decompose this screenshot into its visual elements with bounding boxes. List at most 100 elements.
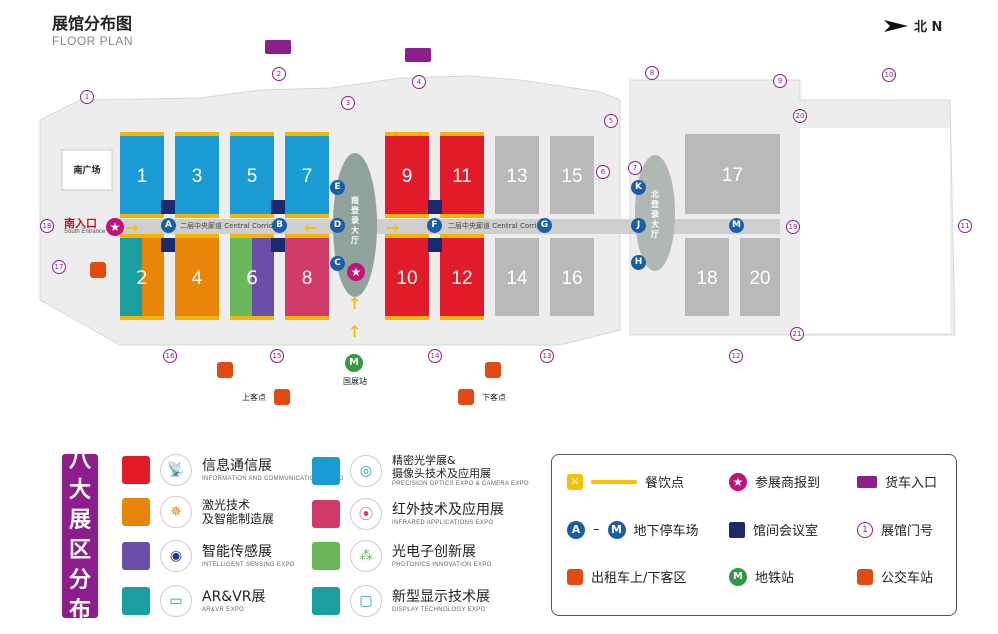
metro-station-label: 国展站: [343, 377, 367, 386]
network-icon: ⁂: [350, 540, 382, 572]
hall-gate-16: 16: [163, 349, 177, 363]
expo-name-line2: 及智能制造展: [202, 512, 275, 526]
hall-number: 5: [247, 166, 258, 187]
hall-number: 20: [749, 268, 770, 289]
color-swatch: [122, 498, 150, 526]
meeting-room: [428, 200, 442, 214]
eye-icon: ◉: [160, 540, 192, 572]
hall-number: 10: [396, 268, 417, 289]
dining-strip: [230, 132, 274, 136]
north-open-area: [800, 128, 950, 333]
hall-gate-1: 1: [80, 90, 94, 104]
north-indicator: 北 N: [884, 16, 942, 35]
hall-number: 14: [506, 268, 528, 289]
hall-number: 17: [722, 165, 743, 186]
hall-gate-2: 2: [272, 67, 286, 81]
dining-strip: [440, 132, 484, 136]
dining-strip: [175, 234, 219, 238]
color-swatch: [312, 456, 340, 485]
entry-arrow-icon: →: [386, 218, 400, 237]
legend-taxi: 出租车上/下客区: [567, 567, 686, 586]
hall-gate-8: 8: [645, 66, 659, 80]
taxi-icon: [567, 568, 583, 585]
color-swatch: [312, 500, 340, 528]
dining-strip: [285, 234, 329, 238]
category-banner: 八 大 展 区 分 布: [62, 448, 98, 623]
hall-20: [740, 238, 780, 316]
corridor-label-left: 二层中央廊道 Central Corridor: [180, 222, 281, 230]
north-label: 北 N: [914, 20, 943, 35]
south-entrance-en: South Entrance: [64, 229, 106, 235]
legend-label: 公交车站: [881, 571, 934, 586]
south-plaza-box: [61, 149, 113, 191]
parking-b-marker: B: [272, 218, 287, 233]
legend-meeting: 馆间会议室: [729, 520, 818, 539]
meeting-room: [271, 200, 285, 214]
parking-h-marker: H: [631, 255, 646, 270]
meeting-room: [271, 238, 285, 252]
meeting-room: [161, 238, 175, 252]
entry-arrow-icon: ←: [304, 218, 318, 237]
expo-laser: ✵ 激光技术及智能制造展: [122, 496, 274, 528]
hall-13: [495, 136, 539, 214]
bus-icon: [274, 389, 290, 405]
bus-down-label: 下客点: [482, 393, 506, 402]
hall-1: [120, 136, 164, 214]
hall-number: 9: [402, 166, 413, 187]
color-swatch: [122, 587, 150, 615]
hall-number: 2: [136, 267, 148, 289]
expo-name-line1: 精密光学展&: [392, 454, 456, 467]
legend-label: 地下停车场: [633, 524, 699, 539]
legend-metro: M 地铁站: [729, 567, 794, 586]
gate-number-icon: 1: [857, 521, 873, 538]
hall-number: 11: [452, 166, 472, 187]
truck-icon: [405, 48, 431, 62]
corridor-label-right: 二层中央廊道 Central Corridor: [448, 222, 549, 230]
legend-gate: 1 展馆门号: [857, 520, 933, 539]
hall-7: [285, 136, 329, 214]
hall-number: 4: [192, 268, 203, 289]
hall-gate-9: 9: [773, 74, 787, 88]
hall-gate-21: 21: [790, 327, 804, 341]
dining-strip: [175, 316, 219, 320]
parking-g-marker: G: [537, 218, 552, 233]
hall-gate-5: 5: [604, 114, 618, 128]
sensing-stripe: [252, 238, 274, 316]
hall-gate-13: 13: [540, 349, 554, 363]
dining-strip: [120, 214, 164, 218]
dining-strip: [175, 132, 219, 136]
south-plaza-label: 南广场: [73, 166, 101, 176]
floor-plan-map: 1357246891113151012141617182026: [39, 75, 956, 346]
bus-icon: [857, 568, 873, 585]
hall-number: 1: [137, 166, 148, 187]
entry-arrow-icon: ↑: [348, 294, 362, 313]
metro-icon: M: [729, 567, 747, 586]
expo-name-line2: 摄像头技术及应用展: [392, 467, 491, 480]
expo-name: 智能传感展: [202, 544, 272, 560]
expo-name-en: INFRARED APPLICATIONS EXPO: [392, 520, 494, 526]
hall-11: [440, 136, 484, 214]
hall-number: 15: [561, 166, 582, 187]
dining-strip: [230, 316, 274, 320]
hall-18: [685, 238, 729, 316]
hall-5: [230, 136, 274, 214]
hall-12: [440, 238, 484, 316]
dining-strip: [440, 234, 484, 238]
parking-j-marker: J: [631, 218, 646, 233]
expo-name: AR&VR展: [202, 589, 266, 605]
dining-icon: ✕: [567, 473, 583, 490]
legend-exhibitor-reg: ★ 参展商报到: [729, 472, 820, 491]
laser-icon: ✵: [160, 496, 192, 528]
truck-icon: [265, 40, 291, 54]
expo-name: 信息通信展: [202, 458, 272, 474]
south-entrance-label: 南入口: [64, 217, 97, 230]
expo-name-en: INFORMATION AND COMMUNICATIONS EXPO: [202, 476, 344, 482]
parking-d-marker: D: [330, 218, 345, 233]
expo-name-en: AR&VR EXPO: [202, 607, 245, 613]
color-swatch: [312, 587, 340, 615]
parking-a-marker: A: [161, 218, 176, 233]
taxi-icon: [485, 362, 501, 378]
